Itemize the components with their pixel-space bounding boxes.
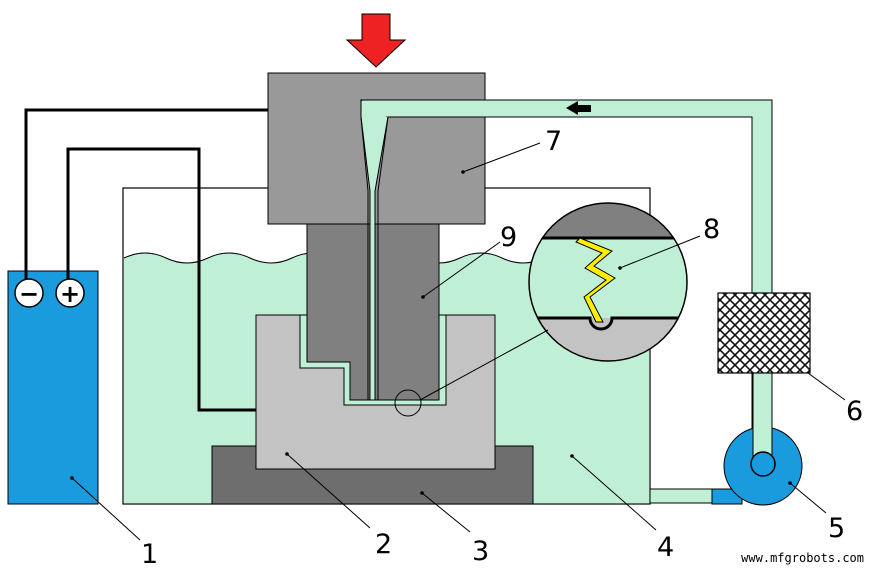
suction-pipe — [649, 488, 716, 504]
callout-3: 3 — [472, 536, 489, 567]
callout-8: 8 — [703, 214, 720, 245]
callout-9: 9 — [500, 222, 517, 253]
wire-positive — [66, 147, 256, 412]
callout-2: 2 — [375, 529, 392, 560]
positive-symbol: + — [60, 280, 80, 308]
leader-9 — [422, 241, 501, 298]
callout-4: 4 — [657, 532, 674, 563]
negative-symbol: − — [19, 280, 39, 308]
callout-1: 1 — [141, 539, 158, 568]
watermark: www.mfgrobots.com — [741, 551, 864, 565]
leader-1 — [71, 477, 141, 541]
spark-icon — [575, 237, 616, 323]
leader-7 — [462, 142, 541, 173]
pipe-fill-top — [362, 101, 771, 116]
negative-terminal — [14, 278, 44, 308]
leader-dots — [70, 170, 792, 495]
callout-7: 7 — [545, 126, 562, 157]
leader-4 — [571, 455, 657, 531]
leader-5 — [789, 482, 827, 514]
leader-3 — [421, 492, 471, 533]
filter-icon — [717, 292, 811, 374]
magnify-line-lower — [419, 329, 549, 401]
power-supply — [7, 270, 99, 505]
pump-impeller — [750, 451, 776, 477]
callout-6: 6 — [846, 396, 863, 427]
callout-5: 5 — [828, 513, 845, 544]
flushing-nozzle — [360, 100, 389, 400]
leader-2 — [286, 453, 371, 529]
leader-8 — [619, 235, 701, 269]
left-arrow-icon — [566, 101, 591, 115]
leader-6 — [807, 372, 846, 401]
wire-negative — [24, 108, 268, 279]
positive-terminal — [55, 278, 85, 308]
gap-highlight-circle — [394, 389, 422, 417]
down-arrow-icon — [345, 13, 407, 68]
